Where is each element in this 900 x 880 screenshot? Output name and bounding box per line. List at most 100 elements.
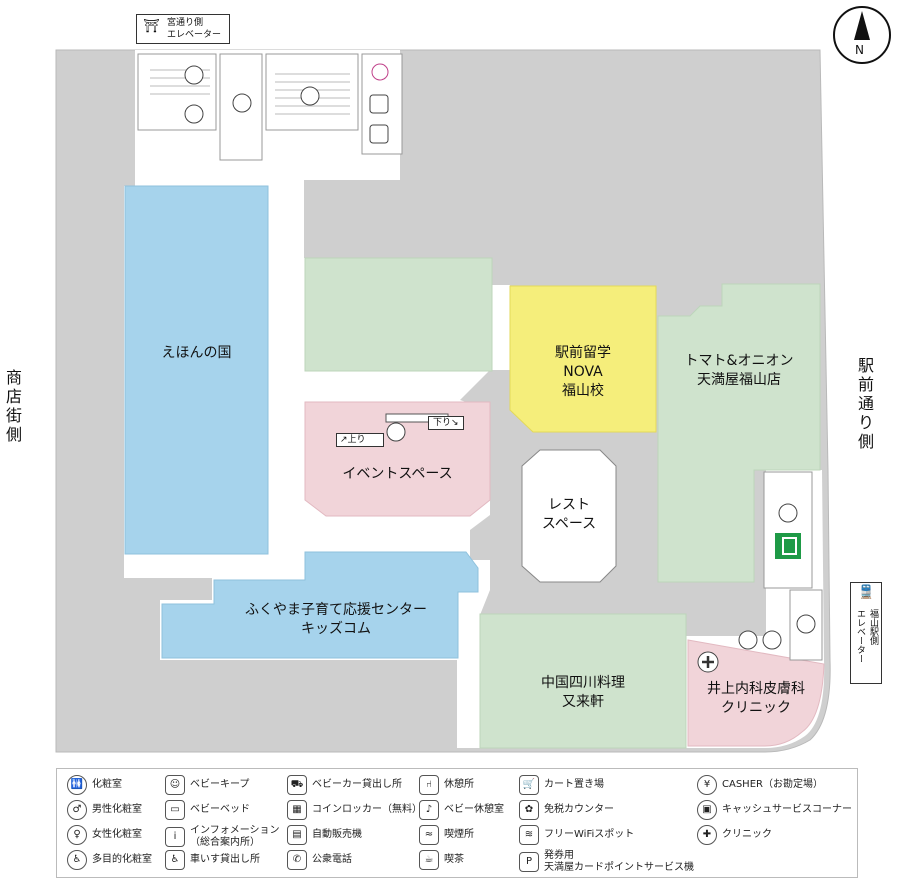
fukuyama-elevator-line1: 福山駅側 [868,609,878,645]
compass-letter: N [855,43,864,57]
legend-item: ♿車いす貸出し所 [165,850,260,870]
ehon-no-kuni-area [124,185,269,555]
legend-item: 🛒 カート置き場 [519,775,604,795]
event-space-area [304,401,491,517]
cart-storage-icon [738,630,758,650]
legend-item: ✚クリニック [697,825,772,845]
vending-machine-icon: ▤ [287,825,307,845]
legend-item: ✆公衆電話 [287,850,352,870]
escalator-down-tag: 下り↘ [428,416,464,430]
legend-item: ☕ 喫茶 [419,850,464,870]
cart-storage-icon: 🛒 [519,775,539,795]
mens-room-icon [232,93,252,113]
nova-label: 駅前留学 NOVA 福山校 [555,345,611,399]
stroller-rental-icon [762,630,782,650]
tomato-onion-label: トマト&オニオン 天満屋福山店 [684,353,794,388]
baby-bed-icon [369,124,389,144]
legend-item: ▦コインロッカー（無料） [287,800,422,820]
tax-free-icon: ✿ [519,800,539,820]
womens-room-icon: ♀ [67,825,87,845]
legend-label: ベビーカー貸出し所 [312,779,402,790]
left-side-label: 商 店 街 側 [5,368,22,444]
stair-core-left [137,53,217,131]
legend-label: クリニック [722,829,772,840]
escalator-icon [386,422,406,442]
train-icon: 🚆 [858,585,875,600]
fukuyama-elevator-line2: エレベーター [855,609,865,663]
legend-label: 発券用天満屋カードポイントサービス機 [544,850,694,873]
escalator-down-label: 下り [433,418,452,428]
information-icon: i [165,827,185,847]
legend-label: 自動販売機 [312,829,362,840]
torii-icon: ⛩ [143,19,160,34]
legend-label: 化粧室 [92,779,122,790]
baby-bed-icon: ▭ [165,800,185,820]
fukuyama-elevator-sign: 🚆 福山駅側 エレベーター [850,582,882,684]
green-block-upper [304,257,493,372]
baby-rest-icon: ♪ [419,800,439,820]
legend-label: 女性化粧室 [92,829,142,840]
tomato-onion-area [657,283,821,583]
legend-label: インフォメーション（総合案内所） [190,825,280,848]
legend-item: ♀ 女性化粧室 [67,825,142,845]
up-arrow-icon: ↗ [340,435,348,445]
legend-item: ≋ フリーWiFiスポット [519,825,634,845]
stroller-rental-icon: ⛟ [287,775,307,795]
emergency-exit-icon [775,533,801,559]
legend-label: ベビーキープ [190,779,250,790]
legend-item: ▭ ベビーベッド [165,800,250,820]
legend-item: ▣ キャッシュサービスコーナー [697,800,852,820]
ehon-no-kuni-label: えほんの国 [161,345,232,361]
legend-label: キャッシュサービスコーナー [722,804,852,815]
legend-item: ⛟ ベビーカー貸出し所 [287,775,402,795]
casher-icon: ¥ [697,775,717,795]
legend-label: 喫茶 [444,854,464,865]
legend-label: ベビーベッド [190,804,250,815]
rest-space-label: レスト スペース [541,497,597,532]
kids-com-label: ふくやま子育て応援センター キッズコム [245,602,427,637]
walkway [124,50,825,748]
elevator-icon [796,614,816,634]
smoking-area-icon: ≈ [419,825,439,845]
escalator-up-label: 上り [347,435,366,445]
escalator-icon [184,65,204,85]
legend-label: 男性化粧室 [92,804,142,815]
baby-keep-icon [369,94,389,114]
multipurpose-room-icon: ♿ [67,850,87,870]
legend-label: 公衆電話 [312,854,352,865]
elevator-icon [184,104,204,124]
cafe-icon: ☕ [419,850,439,870]
legend-item: ♂ 男性化粧室 [67,800,142,820]
wheelchair-rental-icon: ♿ [165,850,185,870]
womens-room-icon [371,63,389,81]
shrine-elevator-sign: ⛩ 宮通り側 エレベーター [136,14,230,44]
legend-label: カート置き場 [544,779,604,790]
chinese-restaurant-area [479,613,687,749]
escalator-icon [778,503,798,523]
legend-label: 免税カウンター [544,804,614,815]
mens-room-icon: ♂ [67,800,87,820]
legend-label: ベビー休憩室 [444,804,504,815]
legend-item: ▤ 自動販売機 [287,825,362,845]
shrine-elevator-line1: 宮通り側 [167,18,204,28]
rest-space-area [521,449,617,583]
escalator-icon [300,86,320,106]
legend-label: 喫煙所 [444,829,474,840]
legend-item: ⑁休憩所 [419,775,474,795]
legend-item: ≈ 喫煙所 [419,825,474,845]
legend-label: フリーWiFiスポット [544,829,635,840]
baby-keep-icon: ☺ [165,775,185,795]
legend-item: ✿ 免税カウンター [519,800,614,820]
legend-item: ♪ ベビー休憩室 [419,800,504,820]
wifi-spot-icon: ≋ [519,825,539,845]
kids-com-area [161,551,479,659]
right-side-label: 駅 前 通 り 側 [857,356,874,451]
powder-room-icon: 🚻 [67,775,87,795]
cash-service-icon: ▣ [697,800,717,820]
chinese-restaurant-label: 中国四川料理 又来軒 [541,675,625,710]
rest-area-icon: ⑁ [419,775,439,795]
nova-area [509,285,657,433]
